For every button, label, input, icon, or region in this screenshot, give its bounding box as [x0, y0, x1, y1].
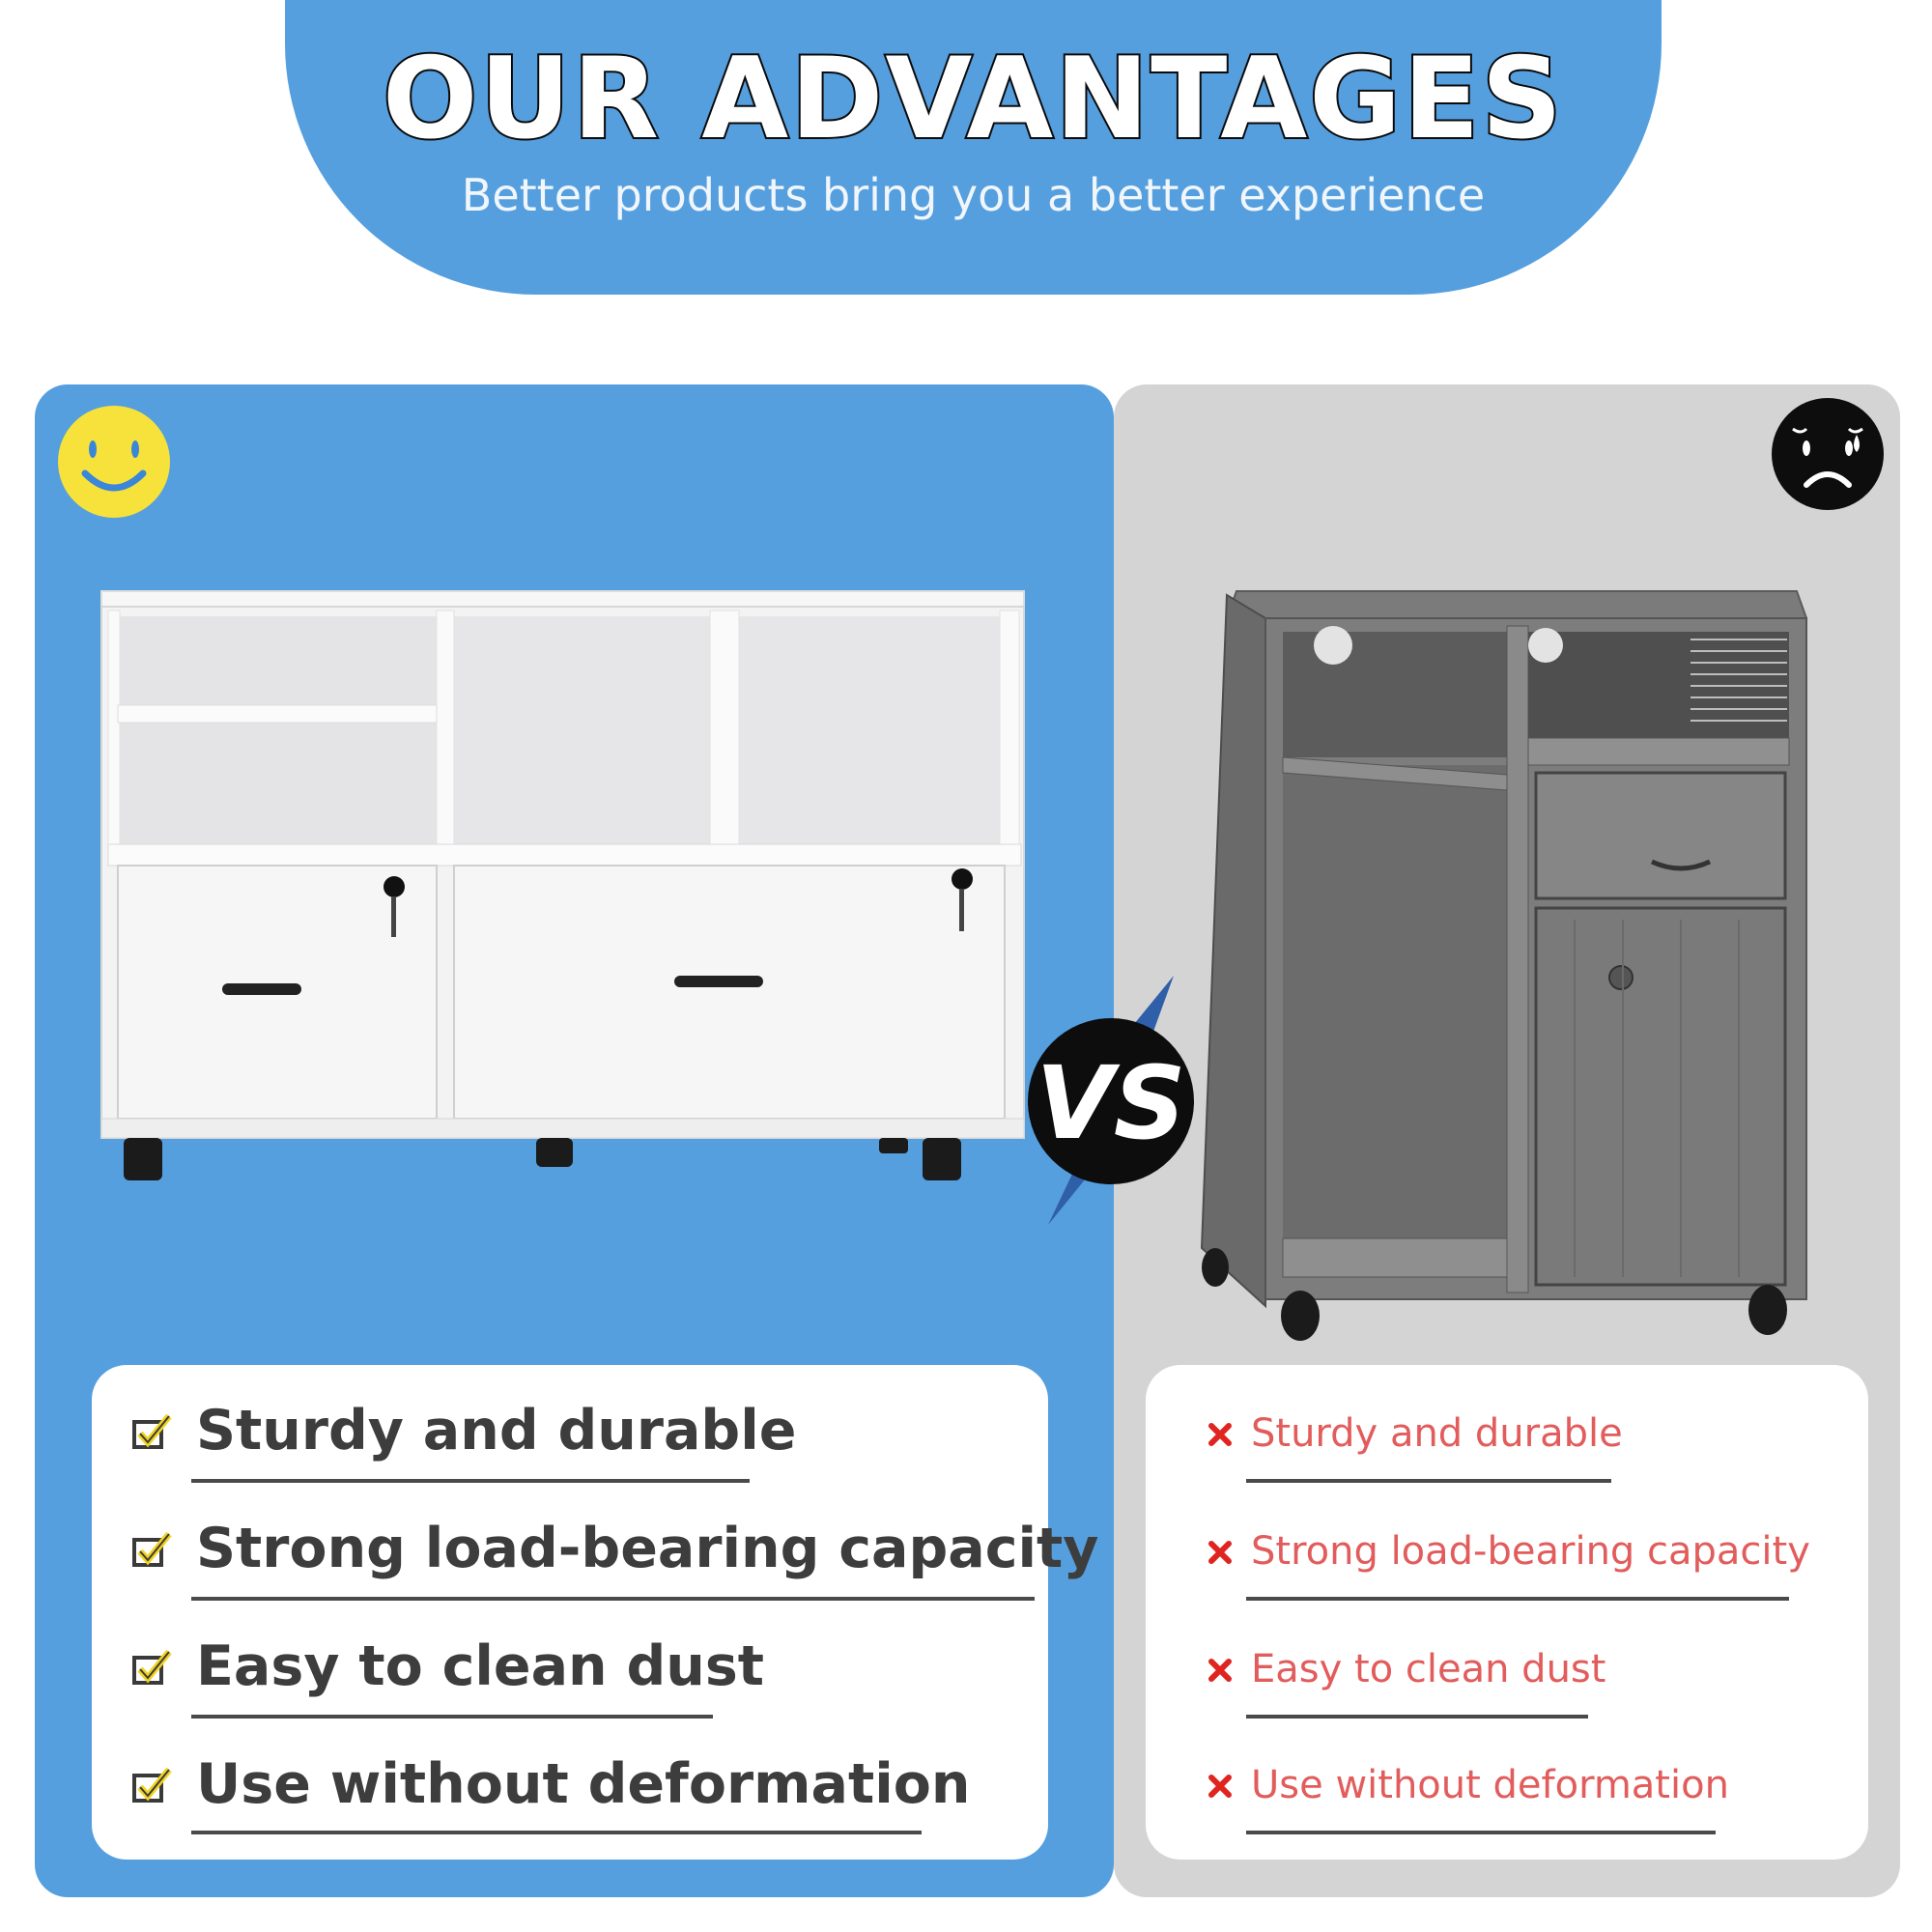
feature-underline [1246, 1479, 1611, 1483]
gray-rolling-cabinet [1200, 590, 1808, 1341]
vs-lightning-icon: VS [1028, 976, 1194, 1225]
cross-icon [1208, 1775, 1232, 1798]
header-banner: OUR ADVANTAGES Better products bring you… [285, 0, 1662, 295]
feature-underline [191, 1715, 713, 1719]
feature-underline [191, 1597, 1035, 1601]
feature-label: Easy to clean dust [196, 1634, 765, 1698]
feature-label: Easy to clean dust [1251, 1647, 1606, 1691]
check-icon [132, 1531, 172, 1567]
feature-label: Sturdy and durable [196, 1399, 797, 1463]
feature-label: Strong load-bearing capacity [1251, 1529, 1810, 1574]
cross-icon [1208, 1659, 1232, 1682]
competitor-features-card [1146, 1365, 1868, 1860]
cross-icon [1208, 1541, 1232, 1564]
feature-underline [1246, 1715, 1588, 1719]
feature-label: Use without deformation [196, 1752, 971, 1816]
smiley-face-icon [58, 406, 170, 518]
our-features-card [92, 1365, 1048, 1860]
vs-text: VS [1036, 1044, 1185, 1162]
feature-underline [191, 1831, 922, 1834]
feature-underline [1246, 1597, 1789, 1601]
page-title: OUR ADVANTAGES [381, 32, 1565, 166]
white-mobile-file-cabinet [100, 590, 1025, 1180]
feature-label: Use without deformation [1251, 1763, 1729, 1807]
check-icon [132, 1649, 172, 1685]
feature-underline [191, 1479, 750, 1483]
check-icon [132, 1413, 172, 1449]
cross-icon [1208, 1423, 1232, 1446]
page-subtitle: Better products bring you a better exper… [461, 169, 1486, 221]
feature-label: Strong load-bearing capacity [196, 1517, 1099, 1580]
sad-face-icon [1772, 398, 1884, 510]
feature-underline [1246, 1831, 1716, 1834]
check-icon [132, 1767, 172, 1803]
feature-label: Sturdy and durable [1251, 1411, 1623, 1456]
